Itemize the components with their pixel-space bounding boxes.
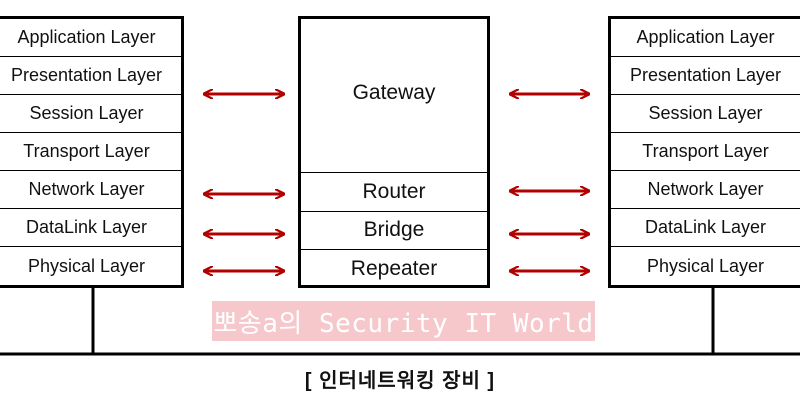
left-layer-network: Network Layer: [0, 171, 181, 209]
left-layer-physical: Physical Layer: [27, 255, 146, 276]
internetworking-device-box: Gateway Router Bridge Repeater: [298, 16, 490, 288]
right-layer-presentation: Presentation Layer: [611, 57, 800, 95]
right-layer-application: Application Layer: [611, 19, 800, 57]
right-layer-datalink: DataLink Layer: [611, 209, 800, 247]
right-osi-stack: Application Layer Presentation Layer Ses…: [608, 16, 800, 288]
left-layer-application: Application Layer: [0, 19, 181, 57]
left-layer-presentation: Presentation Layer: [0, 57, 181, 95]
right-layer-session: Session Layer: [611, 95, 800, 133]
blog-watermark: 뽀송a의 Security IT World: [212, 301, 595, 341]
left-layer-session: Session Layer: [0, 95, 181, 133]
bridge-label: Bridge: [301, 212, 487, 251]
repeater-label: Repeater: [350, 257, 438, 281]
left-layer-transport: Transport Layer: [0, 133, 181, 171]
right-layer-network: Network Layer: [611, 171, 800, 209]
right-layer-physical: Physical Layer: [646, 255, 765, 276]
gateway-label: Gateway: [301, 19, 487, 173]
router-label: Router: [301, 173, 487, 212]
diagram-caption: [ 인터네트워킹 장비 ]: [304, 370, 496, 392]
left-osi-stack: Application Layer Presentation Layer Ses…: [0, 16, 184, 288]
right-layer-transport: Transport Layer: [611, 133, 800, 171]
left-layer-datalink: DataLink Layer: [0, 209, 181, 247]
